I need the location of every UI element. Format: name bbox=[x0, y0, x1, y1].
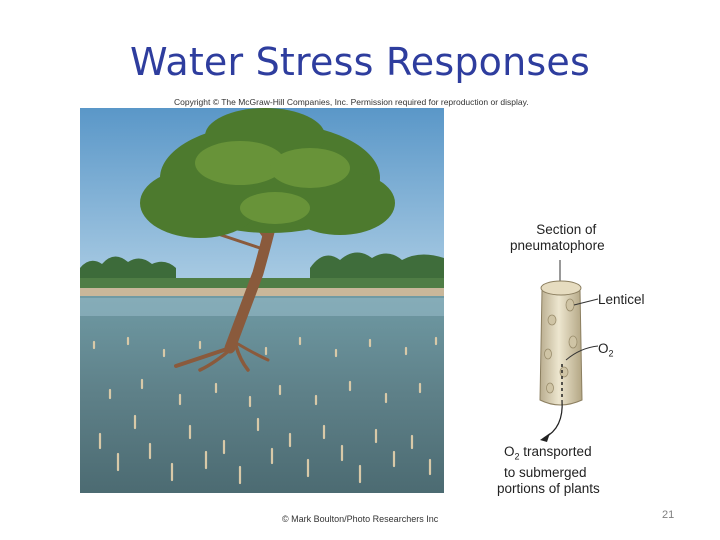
transport-o-symbol: O bbox=[504, 444, 515, 459]
transport-line3: portions of plants bbox=[497, 480, 600, 496]
section-label: Section of pneumatophore bbox=[510, 222, 605, 254]
transport-label: O2 transported to submerged portions of … bbox=[497, 444, 600, 497]
pneumatophore-diagram bbox=[500, 250, 650, 445]
transport-line1-text: transported bbox=[519, 444, 592, 459]
photo-credit: © Mark Boulton/Photo Researchers Inc bbox=[282, 514, 439, 524]
slide-title: Water Stress Responses bbox=[130, 40, 590, 84]
o2-label: O2 bbox=[598, 341, 614, 362]
transport-o-subscript: 2 bbox=[514, 451, 520, 462]
copyright-notice: Copyright © The McGraw-Hill Companies, I… bbox=[174, 97, 529, 107]
section-label-line2: pneumatophore bbox=[510, 238, 605, 253]
o2-symbol: O bbox=[598, 341, 609, 356]
mangrove-photo bbox=[80, 108, 444, 493]
transport-line2: to submerged bbox=[504, 464, 587, 480]
section-label-line1: Section of bbox=[536, 222, 597, 237]
o2-subscript: 2 bbox=[608, 348, 614, 359]
page-number: 21 bbox=[662, 509, 675, 521]
transport-line1: O2 transported bbox=[504, 444, 600, 465]
lenticel-label: Lenticel bbox=[598, 292, 645, 307]
